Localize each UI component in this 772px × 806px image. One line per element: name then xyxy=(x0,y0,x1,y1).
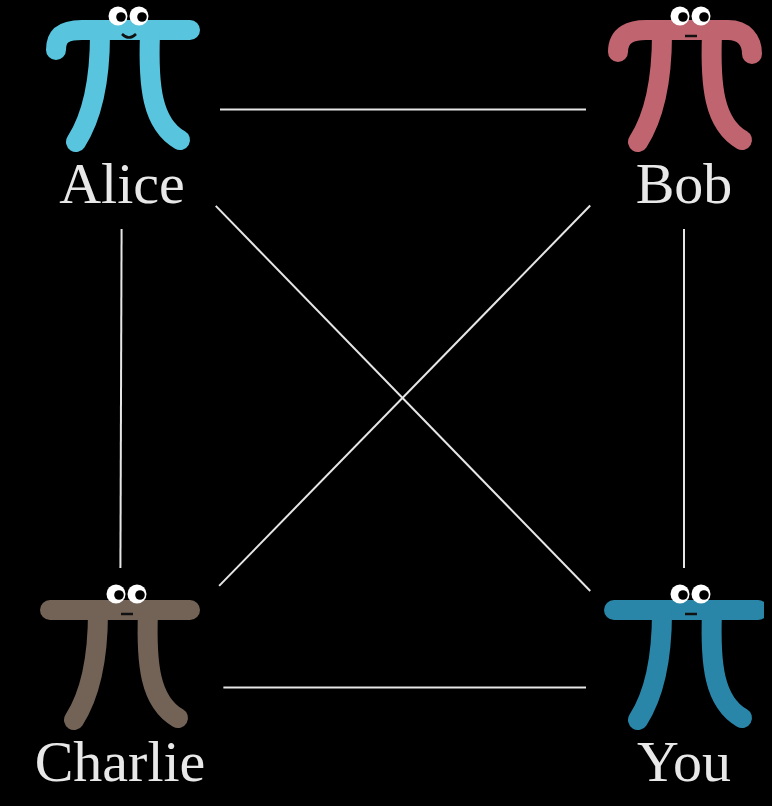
connector xyxy=(220,108,586,110)
person-name: Alice xyxy=(59,154,185,215)
connector xyxy=(683,229,685,568)
pi-creature-node: Charlie xyxy=(31,582,210,793)
person-name: You xyxy=(637,732,731,793)
pi-creature-node: Bob xyxy=(600,4,768,215)
connector xyxy=(216,206,590,591)
pi-creature-node: You xyxy=(600,582,768,793)
pi-creature xyxy=(604,4,764,154)
connector xyxy=(223,686,586,688)
pi-creature-node: Alice xyxy=(38,4,206,215)
connector xyxy=(219,206,590,586)
person-name: Charlie xyxy=(35,732,206,793)
pi-creature xyxy=(42,4,202,154)
pi-creature xyxy=(604,582,764,732)
person-name: Bob xyxy=(636,154,733,215)
connector xyxy=(120,229,121,568)
pi-creature xyxy=(40,582,200,732)
